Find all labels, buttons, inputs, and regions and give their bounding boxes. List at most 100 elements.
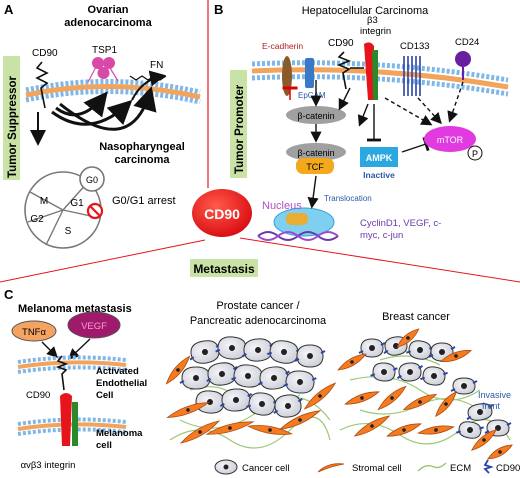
endothelial-membrane — [17, 355, 127, 374]
nucleus-label: Nucleus — [262, 200, 302, 212]
breast-tissue — [337, 328, 513, 460]
tumor-promoter-label: Tumor Promoter — [230, 70, 247, 178]
svg-text:Tumor Suppressor: Tumor Suppressor — [7, 75, 19, 178]
cd24-label: CD24 — [455, 37, 479, 48]
cd90-protein-c — [55, 355, 69, 391]
vegf-label: VEGF — [81, 321, 107, 332]
b3-integrin-protein — [364, 42, 378, 100]
ecm-fiber — [379, 355, 441, 366]
tcf-box — [296, 158, 334, 174]
legend-cancer-cell-icon — [214, 459, 238, 475]
tnfa-ellipse — [11, 320, 57, 342]
panel-dividers — [0, 0, 520, 283]
panel-c: C Melanoma metastasis TNFα VEGF CD90 Act… — [4, 287, 513, 471]
hcc-title: Hepatocellular Carcinoma — [302, 5, 429, 17]
vegf-ellipse — [67, 311, 121, 339]
ecadherin-protein — [282, 56, 292, 96]
legend-ecm: ECM — [450, 463, 471, 474]
cd90-label-a: CD90 — [32, 48, 58, 59]
nasopharyngeal-1: Nasopharyngeal — [99, 141, 185, 153]
melanoma-title: Melanoma metastasis — [18, 303, 132, 315]
cd90-center-label: CD90 — [204, 206, 240, 222]
svg-text:Tumor Promoter: Tumor Promoter — [234, 84, 246, 174]
stromal-cell — [165, 355, 191, 385]
phase-g0: G0 — [86, 175, 98, 185]
avb3-label: αvβ3 integrin — [21, 460, 76, 471]
mtor-label: mTOR — [437, 135, 464, 145]
stromal-cell — [377, 385, 407, 411]
stromal-cell — [344, 391, 380, 405]
metastasis-label: Metastasis — [190, 259, 258, 277]
b3-label-1: β3 — [367, 15, 378, 26]
g0g1-arrest: G0/G1 arrest — [112, 195, 176, 207]
stromal-cell — [470, 429, 498, 451]
cancer-cell — [456, 421, 484, 439]
tnfa-label: TNFα — [22, 327, 46, 338]
cd90-center-ellipse — [192, 189, 252, 237]
b3-label-2: integrin — [360, 26, 391, 37]
ecm-fiber — [349, 376, 481, 401]
phase-s: S — [65, 226, 72, 237]
melanoma-membrane — [17, 417, 127, 436]
cd133-protein — [403, 56, 421, 96]
stromal-cell — [396, 328, 420, 348]
interaction-arrows-a — [51, 86, 157, 131]
prostate-tissue — [165, 336, 337, 449]
stromal-cell — [166, 402, 210, 418]
breast-title: Breast cancer — [382, 311, 450, 323]
cancer-cell — [420, 366, 448, 386]
epcam-protein — [305, 58, 314, 88]
beta-catenin-2 — [286, 143, 346, 161]
panel-b: B Hepatocellular Carcinoma Tumor Promote… — [214, 2, 509, 241]
stromal-cell — [179, 420, 221, 444]
cancer-cell — [396, 362, 424, 382]
invasive-1: Invasive — [478, 390, 511, 400]
cancer-cell — [258, 366, 290, 390]
stromal-cell — [386, 423, 422, 437]
targets-1: CyclinD1, VEGF, c- — [360, 218, 441, 229]
activated-3: Cell — [96, 390, 113, 401]
cancer-cell — [273, 394, 303, 418]
cd90-label-c: CD90 — [26, 390, 50, 401]
phase-g1: G1 — [70, 198, 84, 209]
stromal-cell — [278, 410, 322, 430]
panel-c-letter: C — [4, 287, 14, 302]
phospho-icon — [467, 145, 483, 161]
melanoma-2: cell — [96, 440, 112, 451]
fn-label: FN — [150, 60, 163, 71]
cancer-cell — [283, 370, 317, 394]
ovarian-title-2: adenocarcinoma — [64, 17, 152, 29]
melanoma-1: Melanoma — [96, 428, 143, 439]
stromal-cell — [417, 425, 455, 435]
legend: Cancer cell Stromal cell ECM CD90 — [214, 459, 520, 475]
membrane-a — [25, 79, 201, 105]
cd24-protein — [455, 51, 471, 67]
targets-2: myc, c-jun — [360, 230, 403, 241]
panel-b-letter: B — [214, 2, 223, 17]
stromal-cell — [435, 390, 457, 418]
panel-a: A Ovarian adenocarcinoma Tumor Suppresso… — [3, 2, 201, 249]
cancer-cell — [450, 377, 478, 395]
cd90-protein-a — [35, 61, 49, 109]
cancer-cell — [294, 344, 326, 368]
stromal-cell — [205, 421, 255, 435]
legend-cancer-cell: Cancer cell — [242, 463, 290, 474]
legend-cd90-icon — [483, 459, 494, 474]
beta-catenin-1 — [286, 106, 346, 124]
p-label: P — [472, 149, 478, 159]
svg-text:Metastasis: Metastasis — [193, 262, 255, 276]
tsp1-label: TSP1 — [92, 45, 117, 56]
ovarian-title-1: Ovarian — [88, 4, 129, 16]
stromal-cell — [487, 444, 513, 460]
ecadherin-label: E-cadherin — [262, 41, 303, 51]
stromal-cell — [353, 415, 391, 437]
cell-cycle-wheel: G0 G1 M G2 S — [24, 166, 105, 249]
stromal-cell — [247, 425, 293, 435]
legend-cd90: CD90 — [496, 463, 520, 474]
inactive-label: Inactive — [363, 170, 395, 180]
invasive-2: front — [482, 401, 501, 411]
phase-m: M — [40, 196, 48, 207]
bcat-label-2: β-catenin — [297, 148, 334, 158]
cancer-cell — [370, 362, 398, 382]
